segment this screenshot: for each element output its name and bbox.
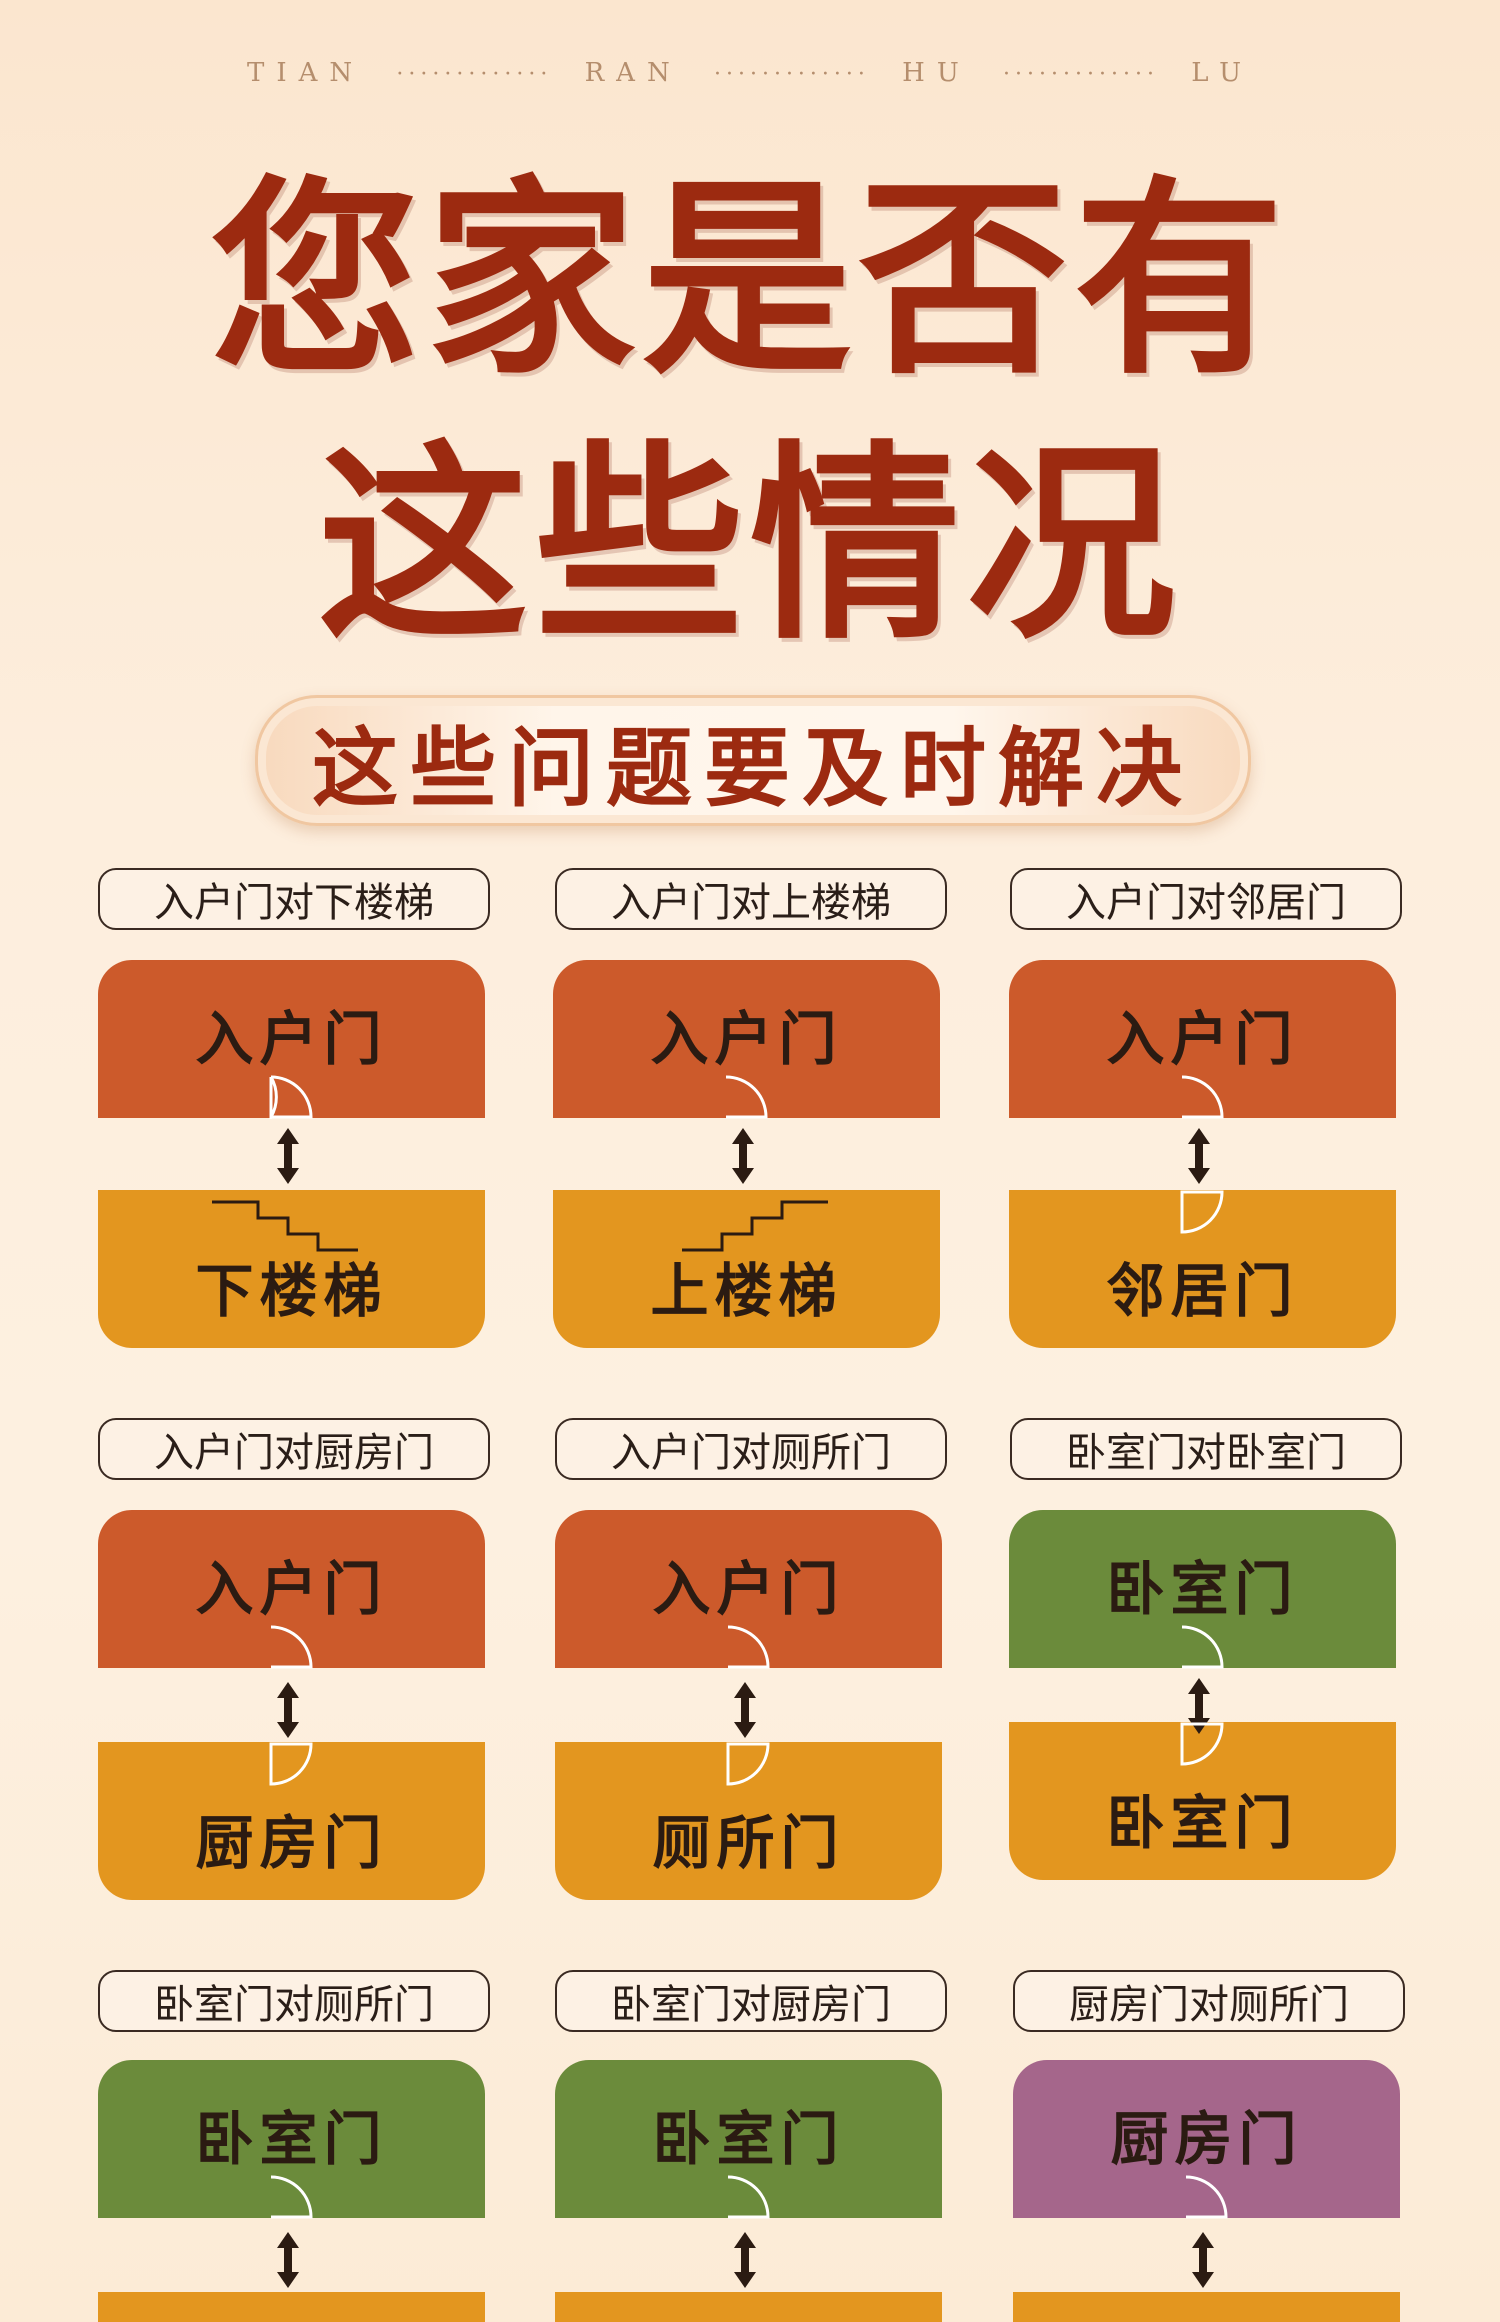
headline-line-2: 这些情况: [317, 421, 1182, 668]
card-8-top: 卧室门: [555, 2060, 942, 2218]
stairs-down-icon: [212, 1200, 358, 1252]
card-4-bottom: 厨房门: [98, 1742, 485, 1900]
case-label-9: 厨房门对厕所门: [1013, 1970, 1405, 2032]
case-label-6: 卧室门对卧室门: [1010, 1418, 1402, 1480]
card-7-bottom: [98, 2292, 485, 2322]
card-6-bottom: 卧室门: [1009, 1722, 1396, 1880]
case-label-8: 卧室门对厨房门: [555, 1970, 947, 2032]
door-swing-icon: [725, 1075, 768, 1119]
card-5-top: 入户门: [555, 1510, 942, 1668]
double-arrow-icon: [277, 1682, 299, 1738]
double-arrow-icon: [734, 1682, 756, 1738]
card-9-bottom: [1013, 2292, 1400, 2322]
card-7-top: 卧室门: [98, 2060, 485, 2218]
brand-letters-2: RAN: [584, 58, 682, 88]
card-2-top: 入户门: [553, 960, 940, 1118]
card-5-bottom: 厕所门: [555, 1742, 942, 1900]
card-9-top: 厨房门: [1013, 2060, 1400, 2218]
dots-divider-3: ·············: [1003, 62, 1159, 87]
headline-line-1: 您家是否有: [209, 156, 1290, 403]
case-label-2: 入户门对上楼梯: [555, 868, 947, 930]
double-arrow-icon: [277, 2232, 299, 2288]
case-label-1: 入户门对下楼梯: [98, 868, 490, 930]
door-swing-icon: [727, 2175, 770, 2219]
door-swing-icon: [1181, 1625, 1224, 1669]
door-swing-icon: [727, 1625, 770, 1669]
door-swing-icon: [269, 1742, 313, 1786]
brand-letter-bar: TIAN ············· RAN ············· HU …: [0, 58, 1500, 88]
card-2-bottom: 上楼梯: [553, 1190, 940, 1348]
card-1-top: 入户门: [98, 960, 485, 1118]
card-4-top: 入户门: [98, 1510, 485, 1668]
door-swing-icon: [1185, 2175, 1228, 2219]
case-label-3: 入户门对邻居门: [1010, 868, 1402, 930]
subtitle-banner: 这些问题要及时解决: [255, 695, 1251, 826]
door-swing-icon: [726, 1742, 770, 1786]
door-swing-icon: [270, 1625, 313, 1669]
double-arrow-icon: [734, 2232, 756, 2288]
stairs-up-icon: [682, 1200, 828, 1252]
double-arrow-icon: [277, 1128, 299, 1184]
case-label-4: 入户门对厨房门: [98, 1418, 490, 1480]
case-label-5: 入户门对厕所门: [555, 1418, 947, 1480]
door-swing-icon: [269, 1075, 313, 1119]
brand-letters-1: TIAN: [247, 58, 365, 88]
subtitle-banner-text: 这些问题要及时解决: [312, 718, 1194, 819]
door-swing-icon: [270, 2175, 313, 2219]
door-swing-icon: [1180, 1190, 1224, 1234]
card-3-top: 入户门: [1009, 960, 1396, 1118]
double-arrow-icon: [1188, 1678, 1210, 1734]
double-arrow-icon: [1188, 1128, 1210, 1184]
card-3-bottom: 邻居门: [1009, 1190, 1396, 1348]
card-6-top: 卧室门: [1009, 1510, 1396, 1668]
dots-divider-1: ·············: [396, 62, 553, 87]
double-arrow-icon: [1192, 2232, 1214, 2288]
brand-letters-4: LU: [1191, 58, 1253, 88]
double-arrow-icon: [732, 1128, 754, 1184]
case-label-7: 卧室门对厕所门: [98, 1970, 490, 2032]
card-1-bottom: 下楼梯: [98, 1190, 485, 1348]
dots-divider-2: ·············: [713, 62, 870, 87]
brand-letters-3: HU: [902, 58, 971, 88]
card-8-bottom: [555, 2292, 942, 2322]
door-swing-icon: [1180, 1722, 1224, 1766]
door-swing-icon: [1181, 1075, 1224, 1119]
